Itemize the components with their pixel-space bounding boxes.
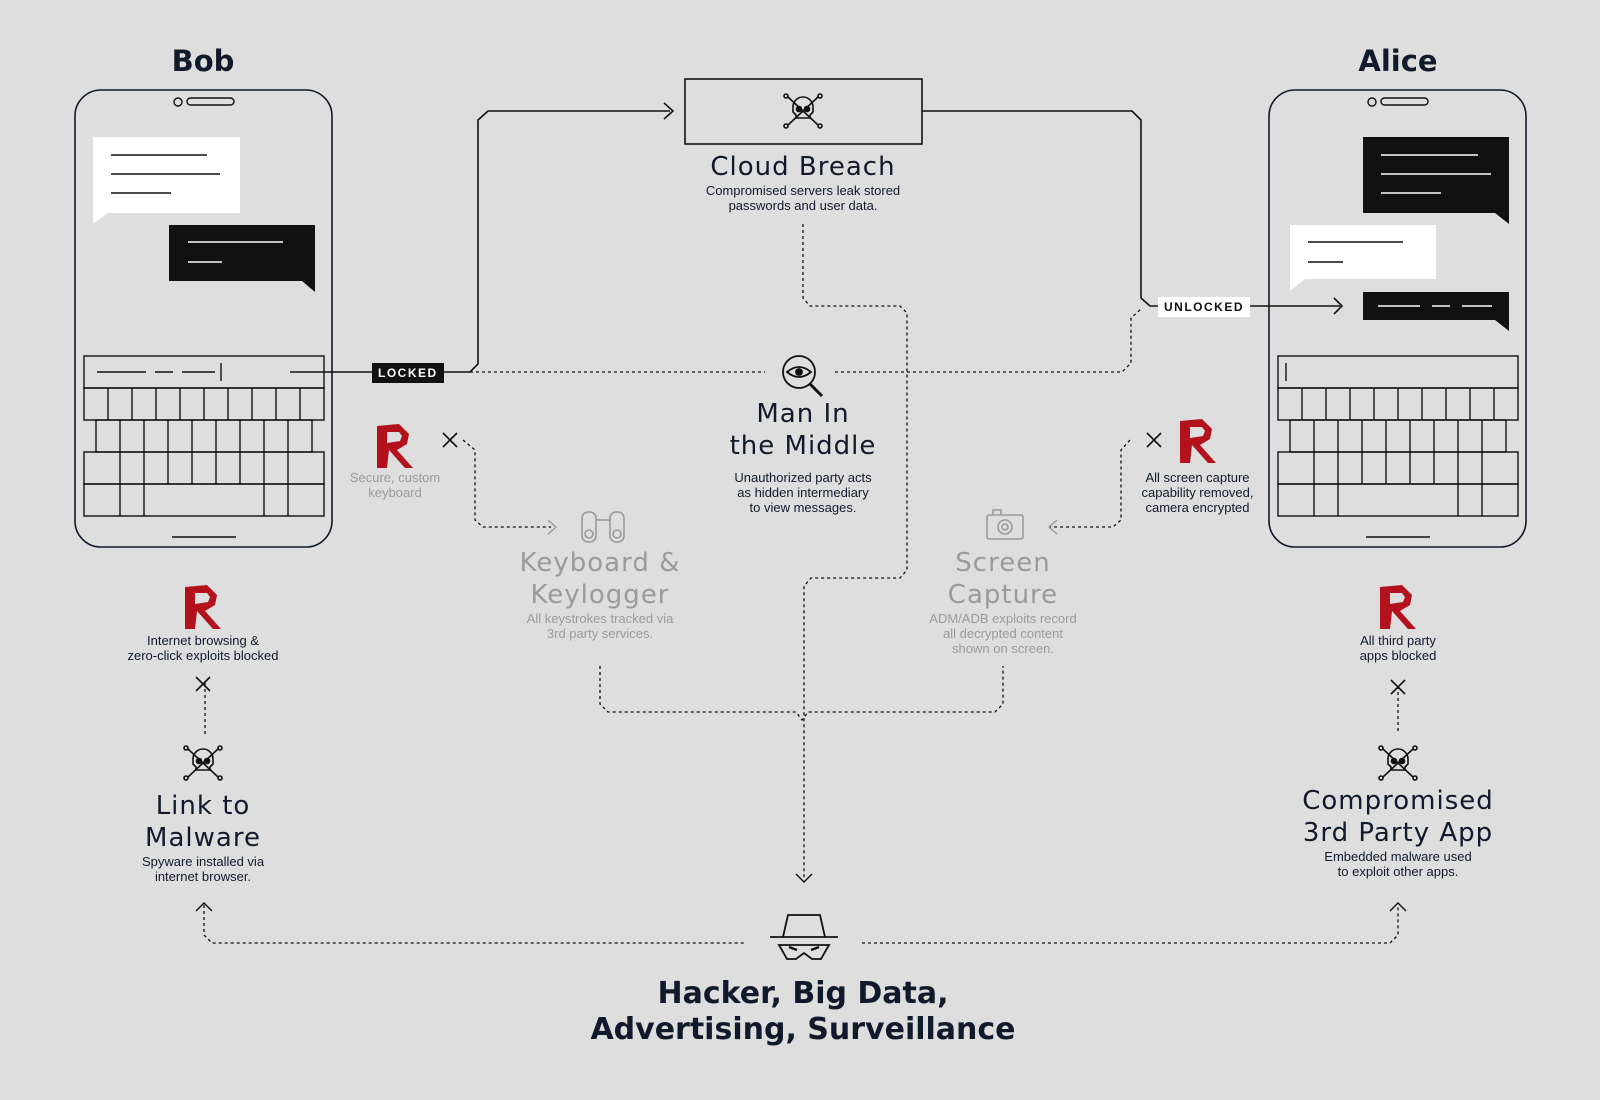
browsing-blocked-line-1: Internet browsing & bbox=[146, 633, 259, 648]
adversary-line-1: Hacker, Big Data, bbox=[657, 976, 949, 1011]
x-block-icon bbox=[442, 432, 458, 448]
skull-crossbones-icon bbox=[783, 93, 823, 129]
malware-link-title-1: Link to bbox=[155, 791, 251, 821]
alice-label: Alice bbox=[1358, 44, 1438, 78]
unlocked-tag: UNLOCKED bbox=[1158, 297, 1250, 317]
screen-protect-line-2: capability removed, bbox=[1141, 485, 1254, 500]
skull-crossbones-icon bbox=[183, 745, 223, 781]
keylogger-desc-2: 3rd party services. bbox=[546, 626, 654, 641]
third-party-block: Compromised 3rd Party App Embedded malwa… bbox=[1278, 785, 1518, 879]
keylogger-title-1: Keyboard & bbox=[519, 548, 681, 578]
mitm-desc-1: Unauthorized party acts bbox=[734, 470, 872, 485]
screen-capture-desc-2: all decrypted content bbox=[943, 626, 1063, 641]
keylogger-block: Keyboard & Keylogger All keystrokes trac… bbox=[470, 547, 730, 641]
apps-blocked-line-1: All third party bbox=[1360, 633, 1436, 648]
alice-phone bbox=[1268, 89, 1527, 548]
r-logo-icon bbox=[1380, 585, 1416, 629]
screen-capture-title-2: Capture bbox=[947, 580, 1059, 610]
r-logo-icon bbox=[185, 585, 221, 629]
cloud-breach-block: Cloud Breach Compromised servers leak st… bbox=[653, 151, 953, 213]
screen-capture-block: Screen Capture ADM/ADB exploits record a… bbox=[873, 547, 1133, 656]
bob-label: Bob bbox=[171, 44, 235, 78]
r-logo-icon bbox=[377, 424, 413, 468]
r-logo-icon bbox=[1180, 419, 1216, 463]
adversary-block: Hacker, Big Data, Advertising, Surveilla… bbox=[553, 976, 1053, 1048]
malware-link-block: Link to Malware Spyware installed via in… bbox=[103, 790, 303, 884]
mitm-title-2: the Middle bbox=[729, 431, 877, 461]
adversary-line-2: Advertising, Surveillance bbox=[590, 1012, 1016, 1047]
cloud-breach-box bbox=[684, 78, 923, 145]
third-party-title-1: Compromised bbox=[1302, 786, 1494, 816]
third-party-title-2: 3rd Party App bbox=[1302, 818, 1494, 848]
mitm-block: Man In the Middle Unauthorized party act… bbox=[653, 398, 953, 515]
screen-protect-line-3: camera encrypted bbox=[1145, 500, 1250, 515]
cloud-breach-desc-2: passwords and user data. bbox=[728, 198, 878, 213]
arrow-heads bbox=[195, 873, 1407, 912]
screen-capture-desc-1: ADM/ADB exploits record bbox=[929, 611, 1077, 626]
magnifier-eye-icon bbox=[782, 355, 824, 398]
secure-keyboard-note: Secure, custom keyboard bbox=[335, 470, 455, 500]
secure-keyboard-line-2: keyboard bbox=[368, 485, 422, 500]
malware-link-desc-2: internet browser. bbox=[154, 869, 252, 884]
malware-link-title-2: Malware bbox=[145, 823, 261, 853]
screen-capture-title-1: Screen bbox=[955, 548, 1051, 578]
connectors-dashed bbox=[203, 224, 1399, 944]
x-block-icon bbox=[1146, 432, 1162, 448]
secure-keyboard-line-1: Secure, custom bbox=[349, 470, 441, 485]
apps-blocked-note: All third party apps blocked bbox=[1318, 633, 1478, 663]
x-block-icon bbox=[195, 676, 211, 692]
mitm-desc-2: as hidden intermediary bbox=[737, 485, 869, 500]
keylogger-title-2: Keylogger bbox=[530, 580, 670, 610]
cloud-breach-desc-1: Compromised servers leak stored bbox=[705, 183, 901, 198]
grey-arrow-heads bbox=[547, 519, 1058, 535]
browsing-blocked-line-2: zero-click exploits blocked bbox=[127, 648, 279, 663]
mitm-title-1: Man In bbox=[756, 399, 850, 429]
screen-protect-line-1: All screen capture bbox=[1145, 470, 1250, 485]
camera-icon bbox=[986, 509, 1024, 540]
third-party-desc-1: Embedded malware used bbox=[1324, 849, 1472, 864]
browsing-blocked-note: Internet browsing & zero-click exploits … bbox=[103, 633, 303, 663]
cloud-breach-title: Cloud Breach bbox=[710, 152, 896, 182]
malware-link-desc-1: Spyware installed via bbox=[141, 854, 265, 869]
mitm-desc-3: to view messages. bbox=[749, 500, 857, 515]
screen-protect-note: All screen capture capability removed, c… bbox=[1110, 470, 1285, 515]
skull-crossbones-icon bbox=[1378, 745, 1418, 781]
apps-blocked-line-2: apps blocked bbox=[1359, 648, 1437, 663]
keylogger-desc-1: All keystrokes tracked via bbox=[526, 611, 674, 626]
x-block-icon bbox=[1390, 679, 1406, 695]
binoculars-icon bbox=[581, 511, 625, 543]
bob-phone bbox=[74, 89, 333, 548]
screen-capture-desc-3: shown on screen. bbox=[952, 641, 1054, 656]
locked-tag: LOCKED bbox=[372, 363, 444, 383]
third-party-desc-2: to exploit other apps. bbox=[1337, 864, 1459, 879]
hacker-spy-icon bbox=[770, 914, 838, 960]
